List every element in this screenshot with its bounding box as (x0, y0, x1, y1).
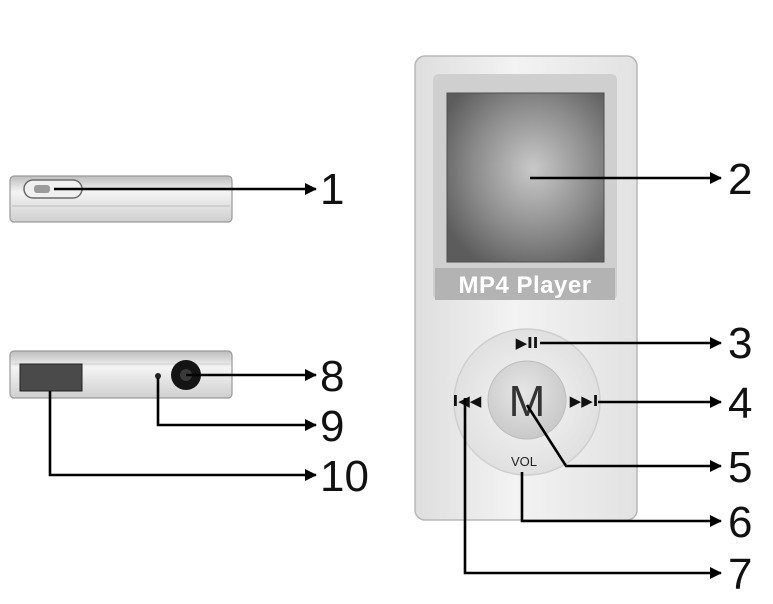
callout-1: 1 (320, 165, 344, 214)
brand-label: MP4 Player (458, 272, 591, 299)
callout-9: 9 (320, 402, 344, 451)
callout-4: 4 (728, 379, 752, 428)
callout-10: 10 (320, 452, 369, 501)
leader-10 (48, 391, 317, 481)
callout-numbers: 1 2 3 4 5 6 7 8 9 10 (320, 155, 752, 599)
callout-8: 8 (320, 352, 344, 401)
next-icon[interactable]: ▶▶I (570, 392, 599, 410)
player-front: MP4 Player M ▶II ▶▶I I◀◀ VOL (414, 55, 638, 521)
volume-label[interactable]: VOL (511, 454, 537, 469)
callout-6: 6 (728, 498, 752, 547)
leader-lines (48, 172, 722, 579)
menu-key[interactable] (487, 360, 567, 440)
leader-5 (525, 404, 722, 472)
leader-6 (520, 472, 722, 527)
menu-key-label: M (509, 377, 546, 426)
callout-2: 2 (728, 155, 752, 204)
bottom-edge-view (9, 350, 233, 399)
leader-9 (156, 378, 317, 431)
microphone-hole (155, 373, 161, 379)
top-edge-view (9, 175, 233, 223)
usb-port (19, 363, 83, 392)
previous-icon[interactable]: I◀◀ (453, 392, 482, 410)
brand-banner (435, 268, 615, 300)
callout-7: 7 (728, 550, 752, 599)
play-pause-icon[interactable]: ▶II (516, 334, 539, 352)
leader-7 (463, 398, 722, 579)
callout-5: 5 (728, 443, 752, 492)
callout-3: 3 (728, 319, 752, 368)
